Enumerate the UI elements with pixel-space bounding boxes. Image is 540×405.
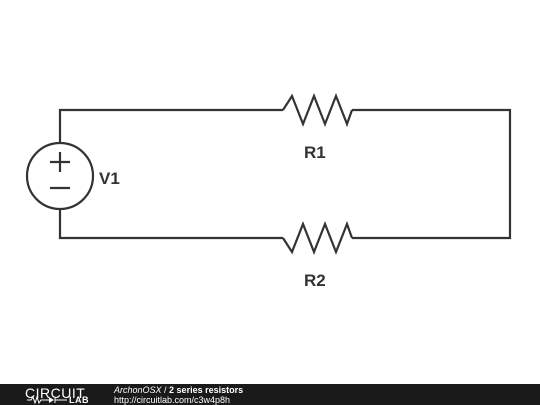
circuit-title-line: ArchonOSX / 2 series resistors bbox=[114, 385, 243, 395]
logo-lab-text: LAB bbox=[69, 395, 89, 405]
circuit-info: ArchonOSX / 2 series resistors http://ci… bbox=[114, 385, 243, 405]
wire-bottom-left bbox=[58, 208, 283, 240]
resistor-logo-icon bbox=[27, 396, 67, 404]
logo-wordmark: CIRCUIT bbox=[25, 385, 86, 401]
circuit-title[interactable]: 2 series resistors bbox=[169, 385, 244, 395]
label-r2: R2 bbox=[304, 271, 326, 290]
voltage-source-v1 bbox=[25, 141, 95, 211]
wire-top-right bbox=[352, 108, 512, 240]
resistor-r1 bbox=[282, 92, 354, 128]
circuitlab-logo[interactable]: CIRCUIT LAB bbox=[4, 384, 100, 405]
footer-bar: CIRCUIT LAB ArchonOSX / 2 series resisto… bbox=[0, 384, 540, 405]
title-separator: / bbox=[161, 385, 170, 395]
wire-top-left bbox=[58, 108, 283, 143]
circuit-diagram: V1 R1 R2 bbox=[25, 92, 512, 290]
author-name[interactable]: ArchonOSX bbox=[114, 385, 162, 395]
circuit-url[interactable]: http://circuitlab.com/c3w4p8h bbox=[114, 395, 231, 405]
label-v1: V1 bbox=[99, 169, 120, 188]
resistor-r2 bbox=[282, 220, 354, 256]
label-r1: R1 bbox=[304, 143, 326, 162]
